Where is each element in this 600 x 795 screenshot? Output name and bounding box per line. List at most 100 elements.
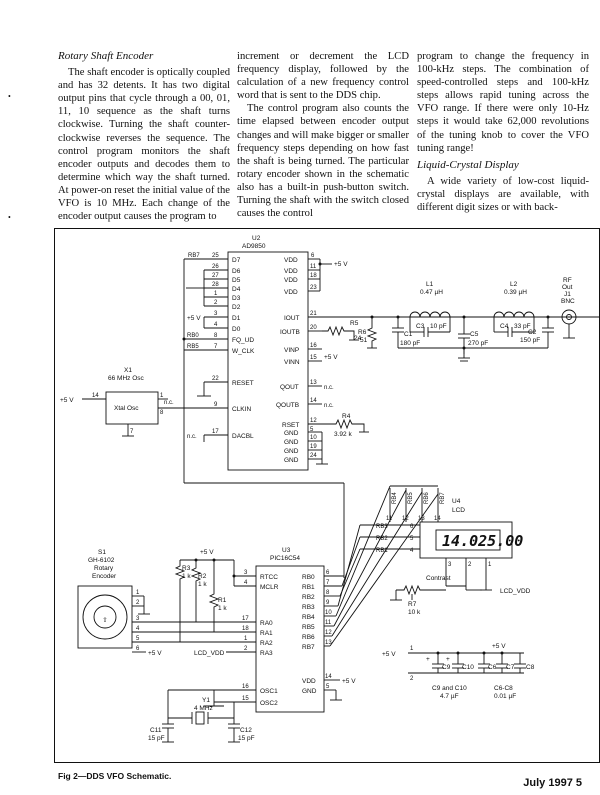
u3-pin-num: 1: [244, 636, 248, 642]
u2-pin-name: RSET: [282, 422, 299, 429]
u2-pin-num: 28: [212, 282, 219, 288]
x1-supply: +5 V: [60, 397, 74, 404]
s1-ref: S1: [98, 549, 106, 556]
u2-pin-name: D1: [232, 315, 241, 322]
contrast-label: Contrast: [426, 575, 451, 582]
r3-value: 1 k: [182, 573, 191, 580]
c3-value: 10 pF: [430, 323, 447, 330]
r1-ref: R1: [218, 597, 227, 604]
u2-pin-name: DACBL: [232, 433, 254, 440]
u2-pin-name: D7: [232, 257, 241, 264]
u4-bottom-num: 1: [488, 562, 492, 568]
u2-pin-num: 2: [214, 300, 218, 306]
margin-mark: •: [8, 92, 11, 101]
u3-ref: U3: [282, 547, 291, 554]
paragraph: A wide variety of low-cost liquid-crysta…: [417, 175, 589, 214]
s1-desc: Encoder: [92, 573, 117, 580]
u2-pin-num: 25: [212, 253, 219, 259]
s1-part: GH-6102: [88, 557, 115, 564]
u4-lcd-vdd: LCD_VDD: [500, 588, 531, 595]
u4-left-net: RB1: [376, 548, 388, 554]
u2-pin-num: 6: [311, 253, 315, 259]
u3-pin-name: RB6: [302, 634, 315, 641]
u2-pin-name: W_CLK: [232, 348, 255, 355]
u2-pin-num: 27: [212, 273, 219, 279]
u4-top-num: 11: [386, 516, 393, 522]
paragraph: program to change the frequency in 100-k…: [417, 51, 589, 154]
c9-ref: C9: [442, 664, 451, 671]
u4-part: LCD: [452, 507, 465, 514]
s1-pin: 1: [136, 590, 140, 596]
u3-pin-num: 6: [326, 570, 330, 576]
bypass-note: C9 and C10: [432, 685, 467, 692]
u3-pin-num: 3: [244, 570, 248, 576]
u3-pin-num: 12: [325, 630, 332, 636]
u2-pin-num: 19: [310, 444, 317, 450]
section-heading: Rotary Shaft Encoder: [58, 50, 154, 62]
u4-left-net: RB3: [376, 524, 388, 530]
u3-pin-num: 5: [326, 684, 330, 690]
bypass-supply-in: +5 V: [382, 651, 396, 658]
c5-value: 270 pF: [468, 340, 488, 347]
u3-pin-name: RA2: [260, 640, 273, 647]
l1-ref: L1: [426, 281, 434, 288]
u3-pin-num: 16: [242, 684, 249, 690]
u3-pin-name: RB5: [302, 624, 315, 631]
bypass-supply-out: +5 V: [492, 643, 506, 650]
cap-polarity: +: [426, 656, 430, 663]
paragraph: increment or decrement the LCD frequency…: [237, 51, 409, 102]
u3-lcd-vdd: LCD_VDD: [194, 650, 225, 657]
x1-ref: X1: [124, 367, 132, 374]
article-column-2: increment or decrement the LCD frequency…: [237, 50, 409, 220]
u3-pin-num: 2: [244, 646, 248, 652]
u2-pin-name: GND: [284, 439, 299, 446]
c4-ref: C4: [500, 323, 509, 330]
x1-pin-num: 7: [130, 429, 134, 435]
section-heading: Liquid-Crystal Display: [417, 158, 519, 171]
u2-pin-name: VDD: [284, 289, 298, 296]
r6-value: 51: [360, 337, 368, 344]
vinp-supply: +5 V: [324, 354, 338, 361]
u3-pin-name: RB0: [302, 574, 315, 581]
margin-mark: •: [8, 213, 11, 222]
s1-desc: Rotary: [94, 565, 114, 572]
r3-ref: R3: [182, 565, 191, 572]
c1-value: 180 pF: [400, 340, 420, 347]
c1-ref: C1: [404, 331, 413, 338]
u4-top-net: RB7: [440, 492, 446, 504]
c11-value: 15 pF: [148, 735, 165, 742]
u2-pin-num: 8: [214, 333, 218, 339]
u2-d7-net: RB7: [188, 253, 200, 259]
u2-pin-num: 24: [310, 453, 317, 459]
bypass-pin: 1: [410, 646, 414, 652]
u2-pin-num: 14: [310, 398, 317, 404]
encoder-arrow-icon: ⇧: [102, 616, 107, 624]
s1-pin: 6: [136, 646, 140, 652]
u2-pin-num: 3: [214, 311, 218, 317]
u2-pin-name: VINN: [284, 359, 300, 366]
r5-ref: R5: [350, 320, 359, 327]
u2-pin-num: 13: [310, 380, 317, 386]
rf-out-label: RF: [563, 277, 572, 284]
l2-value: 0.39 µH: [504, 289, 527, 296]
u3-pin-name: MCLR: [260, 584, 279, 591]
u4-left-num: 4: [410, 548, 414, 554]
u2-pin-name: VINP: [284, 347, 299, 354]
u2-pin-name: CLKIN: [232, 406, 251, 413]
u2-pin-name: VDD: [284, 277, 298, 284]
u2-qoutb-nc: n.c.: [324, 403, 334, 409]
u3-pin-num: 18: [242, 626, 249, 632]
u2-pin-num: 12: [310, 418, 317, 424]
x1-pin-num: 1: [160, 393, 164, 399]
u4-ref: U4: [452, 498, 461, 505]
u4-top-num: 13: [418, 516, 425, 522]
u2-pin-name: VDD: [284, 268, 298, 275]
c11-ref: C11: [150, 727, 162, 734]
u2-pin-name: D6: [232, 268, 241, 275]
c2-value: 150 pF: [520, 337, 540, 344]
u3-pin-name: RTCC: [260, 574, 278, 581]
u2-pin-num: 7: [214, 344, 218, 350]
u3-pin-num: 15: [242, 696, 249, 702]
dds-vfo-schematic: U2 AD9850 RB7 25 D7 26 D6 27 D5 28 D4 1 …: [54, 228, 600, 763]
bypass-note: C6-C8: [494, 685, 513, 692]
